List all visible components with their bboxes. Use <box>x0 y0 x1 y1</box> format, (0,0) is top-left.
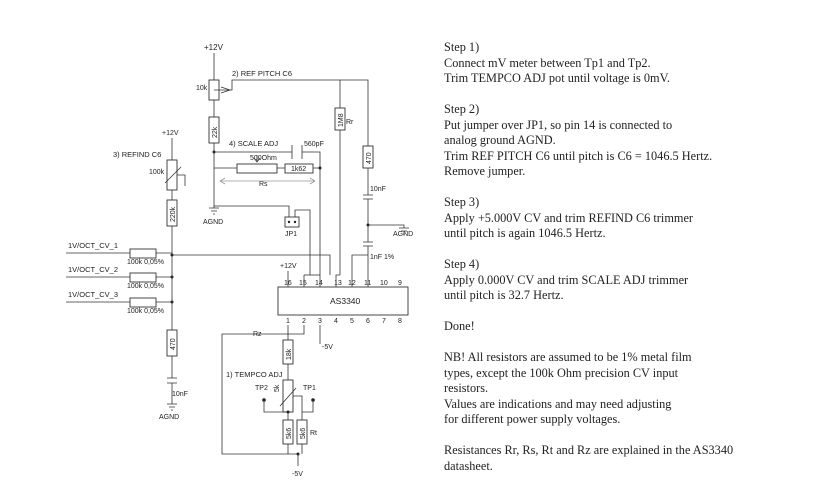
cv-470-value: 470 <box>170 338 177 350</box>
tempco-pot-value: 5k <box>274 384 281 392</box>
calibration-instructions: Step 1) Connect mV meter between Tp1 and… <box>444 40 824 490</box>
supply-label-top: +12V <box>204 43 224 52</box>
chip-pin-14: 14 <box>315 280 323 287</box>
rs-label: Rs <box>259 181 268 188</box>
nb-note: NB! All resistors are assumed to be 1% m… <box>444 350 692 426</box>
chip-bottom-pins: 1 2 3 4 5 6 7 8 <box>286 318 402 325</box>
tempco-5k6-value-2: 5k6 <box>300 428 307 439</box>
ref-pitch-pot-value: 10k <box>196 85 208 92</box>
scale-adj-label: 4) SCALE ADJ <box>229 139 278 148</box>
ref-pitch-label: 2) REF PITCH C6 <box>232 69 292 78</box>
right-470-value: 470 <box>366 152 373 164</box>
jumper-jp1[interactable] <box>284 216 300 228</box>
tp1-label: TP1 <box>303 385 316 392</box>
tempco-label: 1) TEMPCO ADJ <box>226 370 283 379</box>
tempco-pot <box>282 379 294 413</box>
chip-pin-10: 10 <box>380 280 388 287</box>
jumper-jp1-label: JP1 <box>285 231 297 238</box>
datasheet-note: Resistances Rr, Rs, Rt and Rz are explai… <box>444 443 734 473</box>
cv-agnd-label: AGND <box>159 414 179 421</box>
cv-input-3-label: 1V/OCT_CV_3 <box>68 290 118 299</box>
refind-label: 3) REFIND C6 <box>113 150 161 159</box>
chip-pin-15: 15 <box>299 280 307 287</box>
rz-label: Rz <box>253 331 262 338</box>
cv-input-1-label: 1V/OCT_CV_1 <box>68 241 118 250</box>
step-3: Step 3) Apply +5.000V CV and trim REFIND… <box>444 195 693 240</box>
cv-470-resistor <box>166 329 178 357</box>
refind-resistor <box>166 199 178 227</box>
scale-agnd-label: AGND <box>203 219 223 226</box>
refind-pot-value: 100k <box>149 169 165 176</box>
supply-label-minus-chip: -5V <box>322 344 333 351</box>
right-10nf-value: 10nF <box>370 186 386 193</box>
chip-name: AS3340 <box>330 296 361 306</box>
scale-adj-resistor-value: 1k62 <box>291 166 306 173</box>
as3340-chip <box>277 286 409 316</box>
cv-10nf-value: 10nF <box>172 391 188 398</box>
scale-adj-cap <box>292 145 302 159</box>
chip-pin-5: 5 <box>350 318 354 325</box>
ref-pitch-resistor-value: 22k <box>212 126 219 138</box>
cv-input-2-value: 100k 0,05% <box>127 283 164 290</box>
chip-pin-9: 9 <box>398 280 402 287</box>
chip-pin-2: 2 <box>302 318 306 325</box>
cv-input-3-resistor <box>129 297 157 308</box>
step-1: Step 1) Connect mV meter between Tp1 and… <box>444 40 670 85</box>
right-agnd-label: AGND <box>393 231 413 238</box>
supply-label-refind: +12V <box>162 130 179 137</box>
chip-pin-3: 3 <box>318 318 322 325</box>
tempco-5k6-resistor-1 <box>282 419 294 445</box>
chip-pin-13: 13 <box>334 280 342 287</box>
tempco-18k-value: 18k <box>286 348 293 360</box>
supply-label-chip: +12V <box>280 263 297 270</box>
ref-pitch-resistor <box>208 116 220 144</box>
step-2: Step 2) Put jumper over JP1, so pin 14 i… <box>444 102 713 178</box>
done-text: Done! <box>444 319 475 333</box>
rr-resistor-value: 1M8 <box>338 113 345 127</box>
scale-adj-cap-value: 560pF <box>304 141 324 148</box>
refind-resistor-value: 220k <box>170 206 177 222</box>
vco-schematic: +12V 10k 2) REF PITCH C6 22k 4) SCALE AD… <box>66 43 413 478</box>
scale-adj-pot <box>236 163 278 174</box>
tp2-label: TP2 <box>255 385 268 392</box>
chip-pin-8: 8 <box>398 318 402 325</box>
tempco-5k6-value-1: 5k6 <box>286 428 293 439</box>
cv-input-1-resistor <box>129 248 157 259</box>
chip-pin-1: 1 <box>286 318 290 325</box>
step-4: Step 4) Apply 0.000V CV and trim SCALE A… <box>444 257 689 302</box>
chip-pin-4: 4 <box>334 318 338 325</box>
cv-input-2-label: 1V/OCT_CV_2 <box>68 265 118 274</box>
cv-input-1-value: 100k 0,05% <box>127 259 164 266</box>
supply-label-minus-bottom: -5V <box>292 471 303 478</box>
rr-label: Rr <box>346 119 354 126</box>
tempco-18k-resistor <box>282 339 294 365</box>
cv-input-2-resistor <box>129 272 157 283</box>
tempco-5k6-resistor-2 <box>296 419 308 445</box>
chip-top-pins: 16 15 14 13 12 11 10 9 <box>284 280 402 287</box>
rt-label: Rt <box>310 430 317 437</box>
cv-input-3-value: 100k 0,05% <box>127 308 164 315</box>
scale-adj-pot-value: 500Ohm <box>250 155 277 162</box>
refind-pot <box>166 159 178 191</box>
right-1nf-value: 1nF 1% <box>370 254 394 261</box>
chip-pin-6: 6 <box>366 318 370 325</box>
scale-adj-resistor <box>284 163 314 174</box>
chip-pin-7: 7 <box>382 318 386 325</box>
